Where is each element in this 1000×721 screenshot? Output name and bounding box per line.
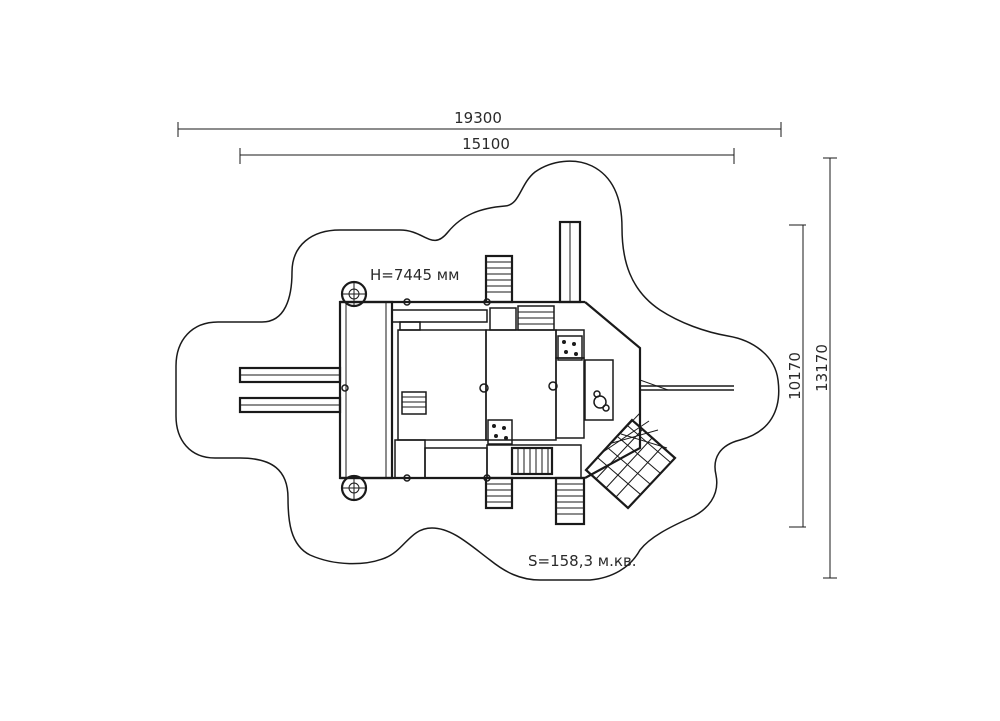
- dimension-overall-depth-label: 13170: [813, 344, 831, 392]
- bottom-stairs-center: [510, 446, 554, 476]
- dimension-structure-depth-label: 10170: [786, 352, 804, 400]
- dimension-structure-width-label: 15100: [462, 135, 510, 153]
- dimension-overall-depth: 13170: [813, 157, 837, 579]
- height-label: H=7445 мм: [370, 266, 459, 284]
- dimension-overall-width: 19300: [177, 109, 782, 137]
- top-slide: [558, 220, 582, 304]
- safety-zone-outline: [175, 160, 780, 581]
- top-ladder: [484, 254, 514, 304]
- wheel-top-left: [340, 280, 368, 308]
- bottom-ladder-right: [554, 476, 586, 526]
- dimension-overall-width-label: 19300: [454, 109, 502, 127]
- dimension-structure-width: 15100: [239, 135, 735, 164]
- play-structure: [238, 220, 734, 526]
- central-room: [397, 329, 487, 441]
- right-room: [485, 329, 557, 441]
- area-label: S=158,3 м.кв.: [528, 552, 637, 570]
- left-slides: [238, 366, 342, 414]
- inner-steps: [401, 391, 427, 415]
- top-steps: [517, 305, 555, 331]
- dimension-structure-depth: 10170: [786, 224, 806, 528]
- wheel-bottom-left: [340, 474, 368, 502]
- bow-section: [584, 301, 734, 479]
- climbing-wall-top: [557, 335, 583, 361]
- climbing-wall-small: [487, 419, 513, 445]
- bottom-ladder-left: [484, 476, 514, 510]
- net-climber: [584, 412, 677, 510]
